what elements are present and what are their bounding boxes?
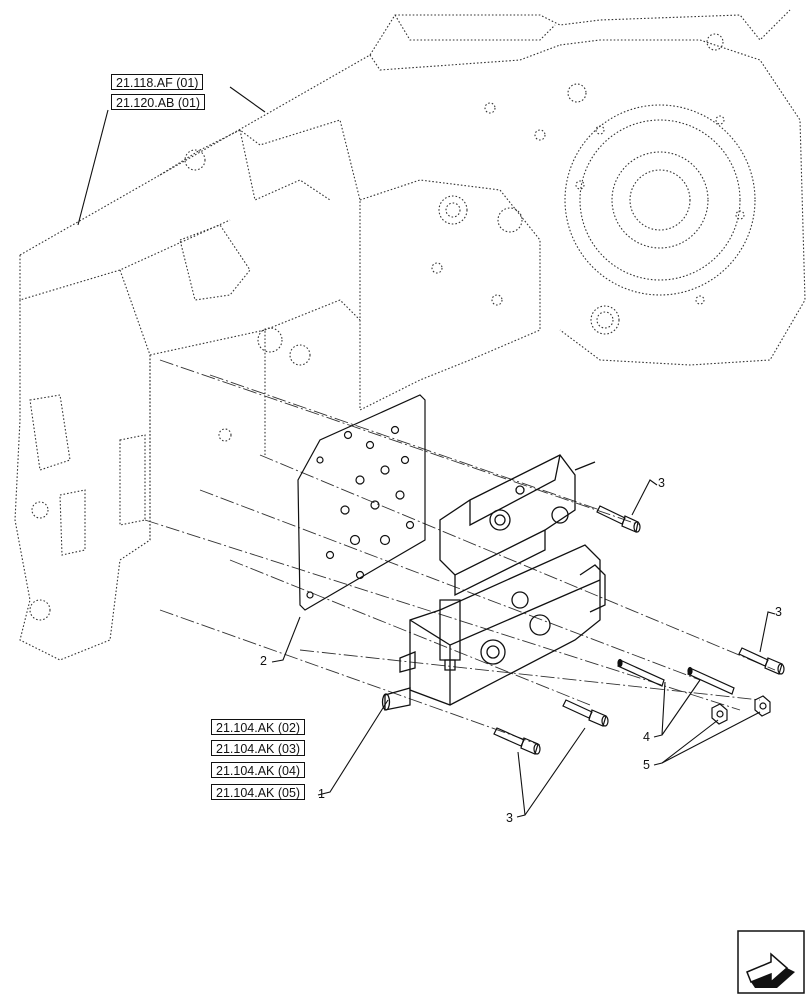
callout-item-4: 4 bbox=[643, 730, 650, 744]
leader-lines bbox=[77, 86, 776, 818]
reference-box[interactable]: 21.104.AK (04) bbox=[211, 762, 306, 778]
gasket-plate bbox=[297, 394, 426, 611]
screw-right bbox=[738, 647, 785, 675]
reference-box[interactable]: 21.120.AB (01) bbox=[111, 94, 206, 110]
reference-box[interactable]: 21.104.AK (05) bbox=[211, 784, 306, 800]
screw-lower-middle bbox=[562, 699, 609, 727]
callout-item-3: 3 bbox=[506, 811, 513, 825]
callout-item-2: 2 bbox=[260, 654, 267, 668]
callout-item-3: 3 bbox=[775, 605, 782, 619]
cap-screws bbox=[493, 505, 785, 755]
callout-item-1: 1 bbox=[318, 787, 325, 801]
reference-box[interactable]: 21.118.AF (01) bbox=[111, 74, 204, 90]
transmission-housing bbox=[14, 9, 806, 661]
screw-lower-left bbox=[493, 727, 541, 755]
callout-item-5: 5 bbox=[643, 758, 650, 772]
screw-upper-right bbox=[596, 505, 641, 533]
alignment-lines bbox=[144, 359, 776, 746]
nuts bbox=[711, 695, 771, 725]
valve-block bbox=[381, 454, 606, 711]
next-page-arrow-icon[interactable] bbox=[737, 930, 805, 994]
reference-box[interactable]: 21.104.AK (03) bbox=[211, 740, 306, 756]
studs bbox=[617, 658, 735, 695]
reference-box[interactable]: 21.104.AK (02) bbox=[211, 719, 306, 735]
callout-item-3: 3 bbox=[658, 476, 665, 490]
